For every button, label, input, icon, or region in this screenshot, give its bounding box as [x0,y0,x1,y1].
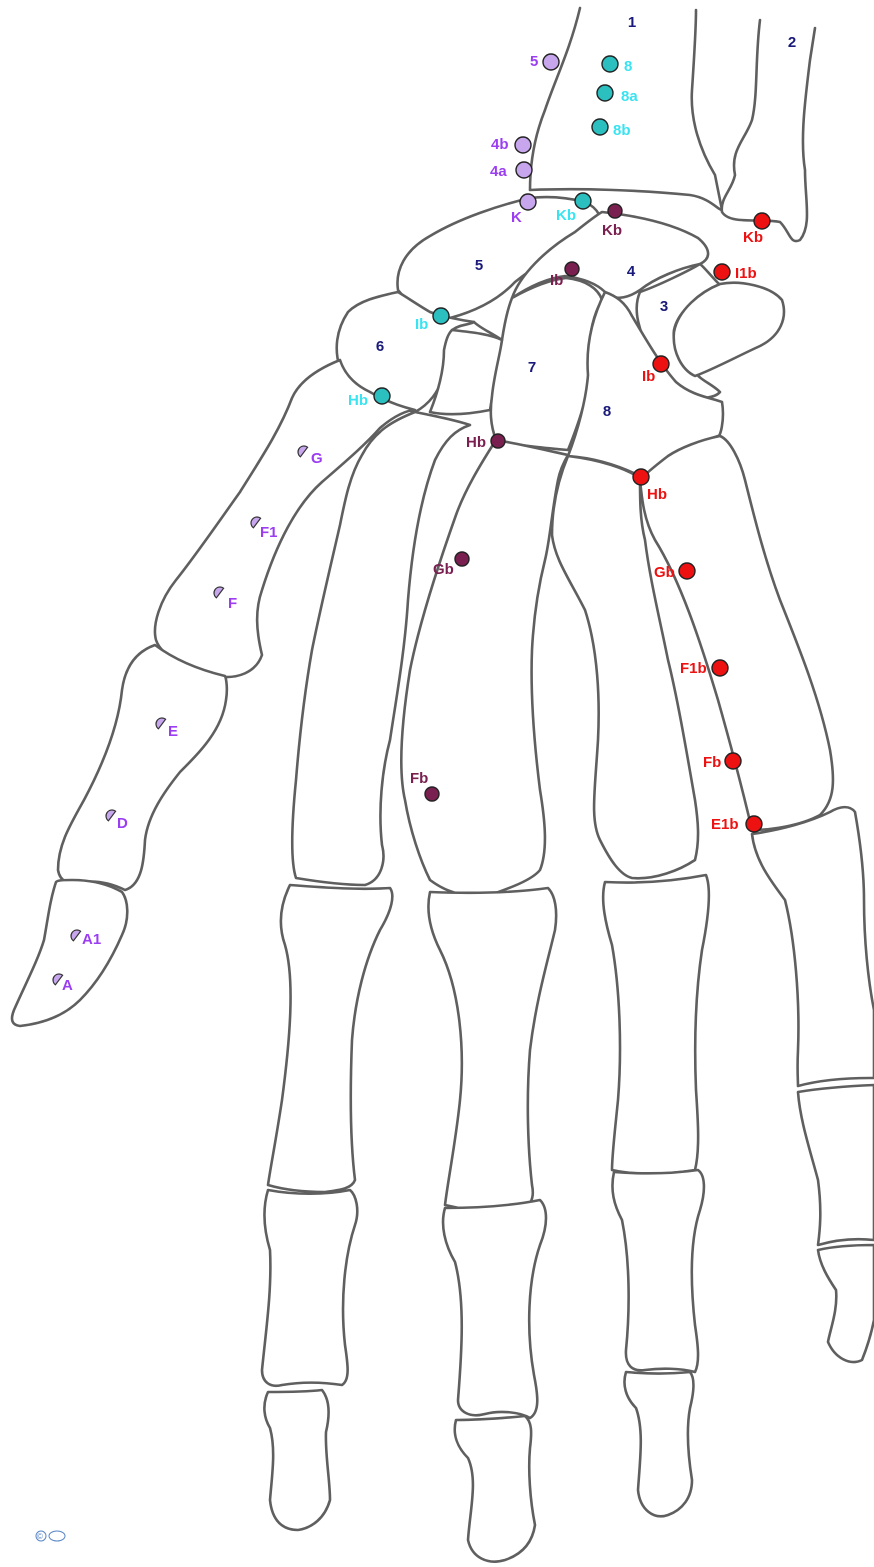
middle-metacarpal [401,440,568,896]
footer-watermark: © [36,1531,65,1541]
point-label-lilac_half-a: A [62,977,73,994]
index-proximal-phalanx [268,885,392,1192]
point-label-teal-8a: 8a [621,88,638,105]
index-distal-phalanx [264,1390,330,1530]
point-marker-teal-8 [602,56,618,72]
point-marker-lilac-5 [543,54,559,70]
point-label-plum-hb: Hb [466,434,486,451]
point-marker-red-f1b [712,660,728,676]
point-label-teal-8: 8 [624,58,632,75]
point-marker-plum-gb [455,552,469,566]
point-marker-plum-ib [565,262,579,276]
point-label-red-fb: Fb [703,754,721,771]
radius-bone [530,8,722,210]
middle-middle-phalanx [443,1200,546,1418]
point-marker-teal-8b [592,119,608,135]
point-marker-teal-kb [575,193,591,209]
point-label-lilac_half-g: G [311,450,323,467]
thumb-distal-phalanx [12,880,127,1026]
point-label-plum-gb: Gb [433,561,454,578]
middle-distal-phalanx [455,1416,535,1562]
point-label-red-hb: Hb [647,486,667,503]
point-label-lilac_half-a1: A1 [82,931,101,948]
point-label-teal-hb: Hb [348,392,368,409]
bone-number-6: 6 [376,338,384,355]
little-proximal-phalanx [752,807,874,1086]
point-label-lilac-4a: 4a [490,163,507,180]
point-marker-lilac-4a [516,162,532,178]
point-label-lilac_half-f: F [228,595,237,612]
point-marker-teal-hb [374,388,390,404]
point-marker-red-kb [754,213,770,229]
point-marker-red-gb [679,563,695,579]
point-label-red-ib: Ib [642,368,655,385]
point-marker-red-ib [653,356,669,372]
point-label-lilac_half-f1: F1 [260,524,278,541]
bone-number-8: 8 [603,403,611,420]
ring-proximal-phalanx [603,875,709,1174]
point-label-plum-ib: Ib [550,272,563,289]
point-label-teal-ib: Ib [415,316,428,333]
point-label-lilac-k: K [511,209,522,226]
middle-proximal-phalanx [428,888,556,1211]
point-label-red-gb: Gb [654,564,675,581]
bone-number-5: 5 [475,257,483,274]
point-marker-plum-fb [425,787,439,801]
point-marker-lilac-4b [515,137,531,153]
little-distal-phalanx [818,1245,874,1362]
point-marker-red-hb [633,469,649,485]
bone-number-7: 7 [528,359,536,376]
point-label-teal-kb: Kb [556,207,576,224]
point-label-teal-8b: 8b [613,122,631,139]
point-label-red-f1b: F1b [680,660,707,677]
ulna-bone [722,20,815,241]
point-label-red-i1b: I1b [735,265,757,282]
point-label-red-e1b: E1b [711,816,739,833]
bone-number-4: 4 [627,263,636,280]
point-label-lilac-4b: 4b [491,136,509,153]
index-middle-phalanx [262,1190,357,1386]
bone-number-2: 2 [788,34,796,51]
thumb-proximal-phalanx [58,645,227,890]
point-marker-plum-kb [608,204,622,218]
point-label-lilac_half-d: D [117,815,128,832]
ring-distal-phalanx [624,1372,693,1516]
point-marker-red-i1b [714,264,730,280]
point-marker-plum-hb [491,434,505,448]
point-marker-lilac-k [520,194,536,210]
little-middle-phalanx [798,1085,874,1245]
point-label-lilac_half-e: E [168,723,178,740]
point-label-lilac-5: 5 [530,53,538,70]
point-marker-teal-ib [433,308,449,324]
ring-middle-phalanx [612,1170,704,1372]
point-marker-teal-8a [597,85,613,101]
point-marker-red-fb [725,753,741,769]
bone-number-1: 1 [628,14,636,31]
point-marker-red-e1b [746,816,762,832]
footer-watermark-text: © [37,1532,43,1541]
bone-number-3: 3 [660,298,668,315]
point-label-red-kb: Kb [743,229,763,246]
point-label-plum-kb: Kb [602,222,622,239]
point-label-plum-fb: Fb [410,770,428,787]
